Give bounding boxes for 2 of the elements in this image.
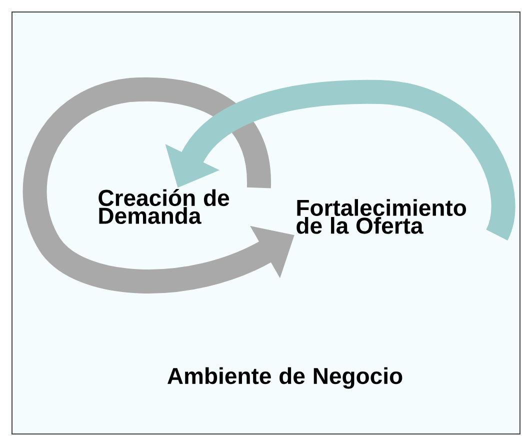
node-label: Fortalecimiento de la Oferta xyxy=(296,199,466,234)
node-label: Creación de Demanda xyxy=(98,189,230,224)
